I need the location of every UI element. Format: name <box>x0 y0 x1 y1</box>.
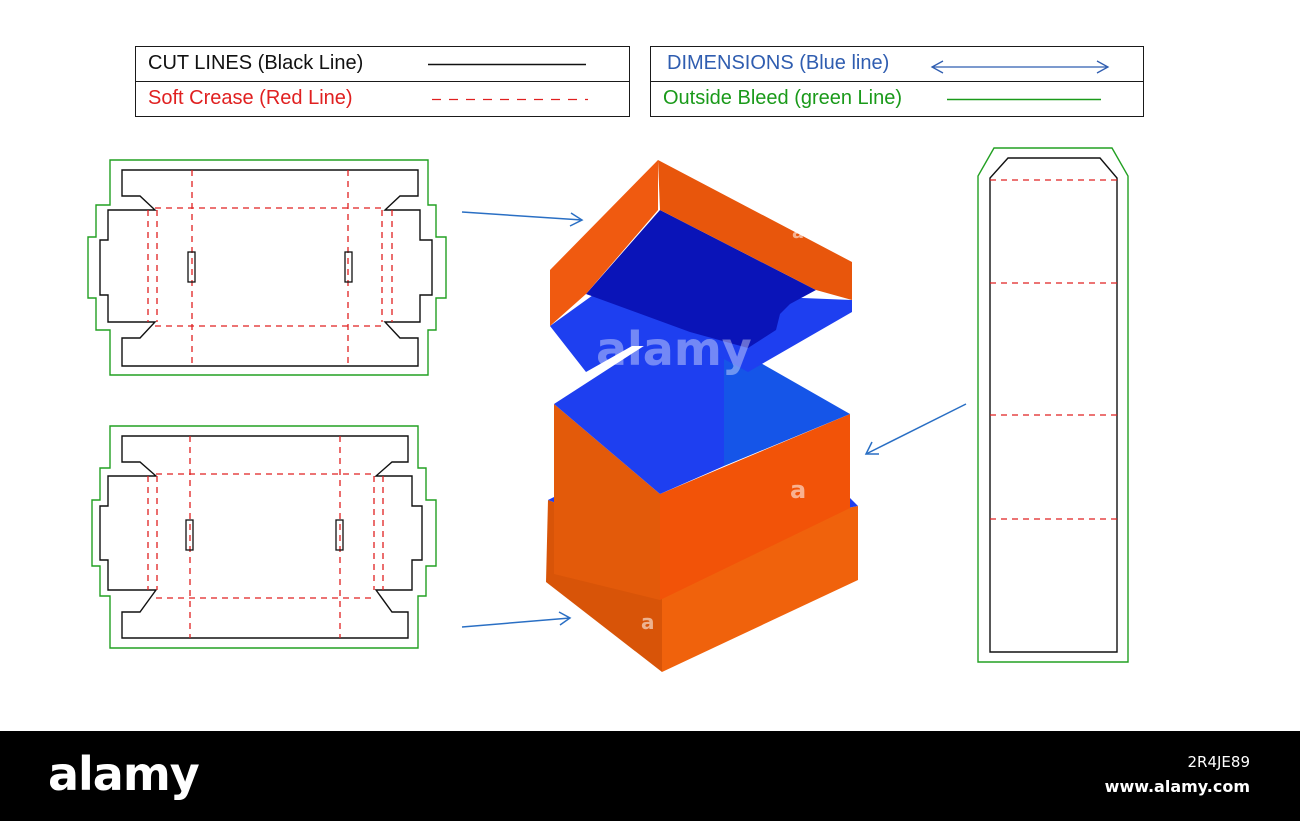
watermark-small-body: a <box>790 476 807 504</box>
lid-top-face <box>658 160 852 300</box>
lid-slot-left <box>187 251 196 283</box>
sleeve-dieline <box>977 147 1129 663</box>
image-id: 2R4JE89 <box>1187 753 1251 771</box>
sleeve-crease-lines <box>990 179 1117 520</box>
legend-label-dimensions: DIMENSIONS (Blue line) <box>667 52 890 74</box>
base-cut-outline <box>99 435 423 639</box>
legend-dimensions-bleed: DIMENSIONS (Blue line) Outside Bleed (gr… <box>650 46 1144 117</box>
sleeve-bleed-outline <box>977 147 1129 663</box>
lid-inner-panel <box>586 210 816 348</box>
alamy-logo: alamy <box>48 747 200 801</box>
site-url: www.alamy.com <box>1104 777 1250 796</box>
box-lid-3d <box>550 160 852 372</box>
dimension-arrow-sample <box>930 60 1110 74</box>
box-body-3d <box>554 342 850 600</box>
base-bleed-outline <box>91 425 437 649</box>
body-inner-flap <box>724 342 850 466</box>
bleed-line-sample <box>947 98 1101 101</box>
dieline-artwork <box>87 147 1129 672</box>
lid-cut-outline <box>99 169 433 367</box>
legend-row-cut-lines: CUT LINES (Black Line) <box>136 47 629 81</box>
arrow-left-icon <box>864 403 967 455</box>
cut-line-sample <box>428 63 586 66</box>
sleeve-cut-outline <box>989 157 1118 653</box>
crease-line-sample <box>432 98 588 101</box>
watermark-small-lid: a <box>792 222 805 243</box>
lid-slot-right <box>344 251 353 283</box>
legend-cut-crease: CUT LINES (Black Line) Soft Crease (Red … <box>135 46 630 117</box>
body-left-face <box>554 404 660 600</box>
legend-row-outside-bleed: Outside Bleed (green Line) <box>651 81 1143 116</box>
legend-row-soft-crease: Soft Crease (Red Line) <box>136 81 629 116</box>
arrow-right-icon <box>461 211 584 227</box>
base-crease-lines <box>147 436 384 638</box>
watermark-small-base: a <box>641 610 655 634</box>
body-inner-back <box>554 342 724 494</box>
watermark-center: alamy <box>596 322 752 376</box>
stock-photo-bar: alamy 2R4JE89 www.alamy.com <box>0 731 1300 821</box>
lid-dieline <box>87 159 447 376</box>
lid-crease-lines <box>147 170 393 366</box>
legend-row-dimensions: DIMENSIONS (Blue line) <box>651 47 1143 81</box>
base-dieline <box>91 425 437 649</box>
legend-label-soft-crease: Soft Crease (Red Line) <box>148 87 353 109</box>
legend-label-cut-lines: CUT LINES (Black Line) <box>148 52 364 74</box>
base-slot-left <box>185 519 194 551</box>
body-right-face <box>660 414 850 600</box>
legend-label-outside-bleed: Outside Bleed (green Line) <box>663 87 903 109</box>
arrow-right-icon <box>461 611 572 628</box>
dimension-arrows <box>461 211 967 628</box>
lid-bleed-outline <box>87 159 447 376</box>
lid-left-face <box>550 160 658 326</box>
base-slot-right <box>335 519 344 551</box>
